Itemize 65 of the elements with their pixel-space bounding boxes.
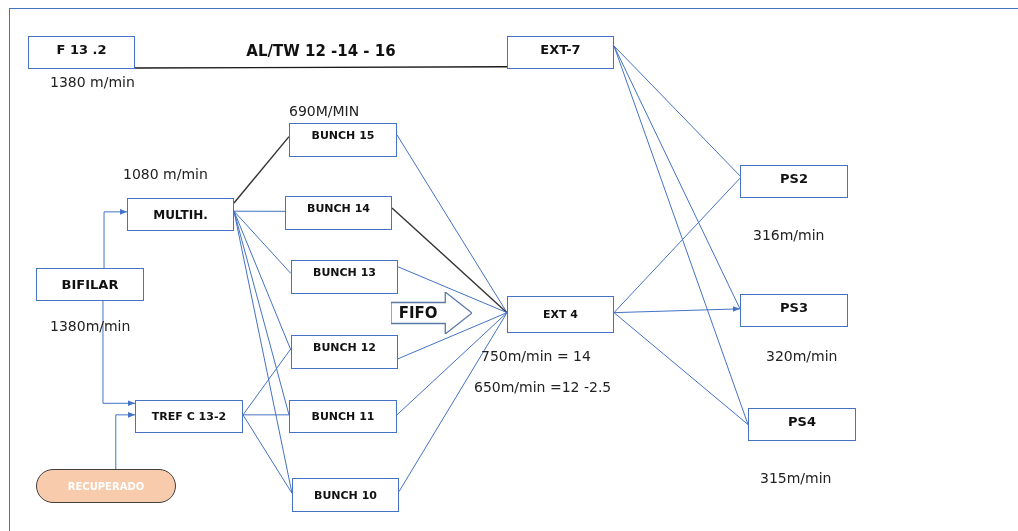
connector-line [233,135,290,204]
process-box [127,198,234,231]
speed-label: 1380m/min [50,318,131,334]
connector-line [397,266,508,314]
box-label: BUNCH 11 [311,410,375,423]
connector-line [233,210,286,212]
box-label: PS3 [780,300,808,315]
connector-line [613,312,749,425]
speed-label: 316m/min [753,227,825,243]
box-label: BUNCH 10 [314,488,377,502]
speed-label: 1080 m/min [123,166,208,182]
arrow [613,306,741,314]
arrow [102,300,136,407]
process-box [285,196,392,230]
connector-line [396,312,508,416]
process-box [507,36,614,69]
connector-line [242,348,292,416]
box-label: RECUPERADO [67,480,145,492]
connector-line [613,45,749,425]
connector-line [242,414,290,416]
process-box [36,268,144,301]
connector-line [242,414,293,494]
speed-label: 650m/min =12 -2.5 [474,379,612,395]
process-box [748,408,856,441]
process-box [291,335,398,369]
box-label: BIFILAR [61,277,119,292]
process-box [291,260,398,294]
box-label: EXT-7 [540,42,581,57]
box-label: FIFO [398,304,438,322]
box-label: BUNCH 15 [311,129,375,142]
box-label: EXT 4 [543,308,578,321]
connector-line [398,312,508,493]
speed-label: 320m/min [766,348,838,364]
box-label: BUNCH 13 [313,266,376,279]
arrow [103,209,128,269]
process-box [740,165,848,198]
connector-line [233,210,292,275]
process-box [292,478,399,512]
process-box [740,294,848,327]
process-box [289,400,397,433]
terminal-pill [36,469,176,503]
process-box [507,296,614,333]
box-label: PS4 [788,414,816,429]
box-label: MULTIH. [153,207,208,222]
box-label: PS2 [780,171,808,186]
connector-line [134,66,508,69]
arrow [115,412,136,470]
edge-label: AL/TW 12 -14 - 16 [246,41,396,60]
connector-line [613,45,741,177]
speed-label: 315m/min [760,470,832,486]
connector-line [233,210,292,351]
connector-line [613,177,741,314]
box-label: TREF C 13-2 [151,410,227,423]
speed-label: 690M/MIN [289,103,360,119]
block-arrow [391,292,472,334]
box-label: F 13 .2 [56,42,107,57]
connector-line [397,312,508,360]
box-label: BUNCH 14 [307,202,370,215]
speed-label: 1380 m/min [50,74,135,90]
process-box [28,36,135,69]
connector-line [391,207,508,314]
box-label: BUNCH 12 [313,341,376,354]
speed-label: 750m/min = 14 [481,348,591,364]
process-box [289,123,397,157]
process-box [135,400,243,433]
